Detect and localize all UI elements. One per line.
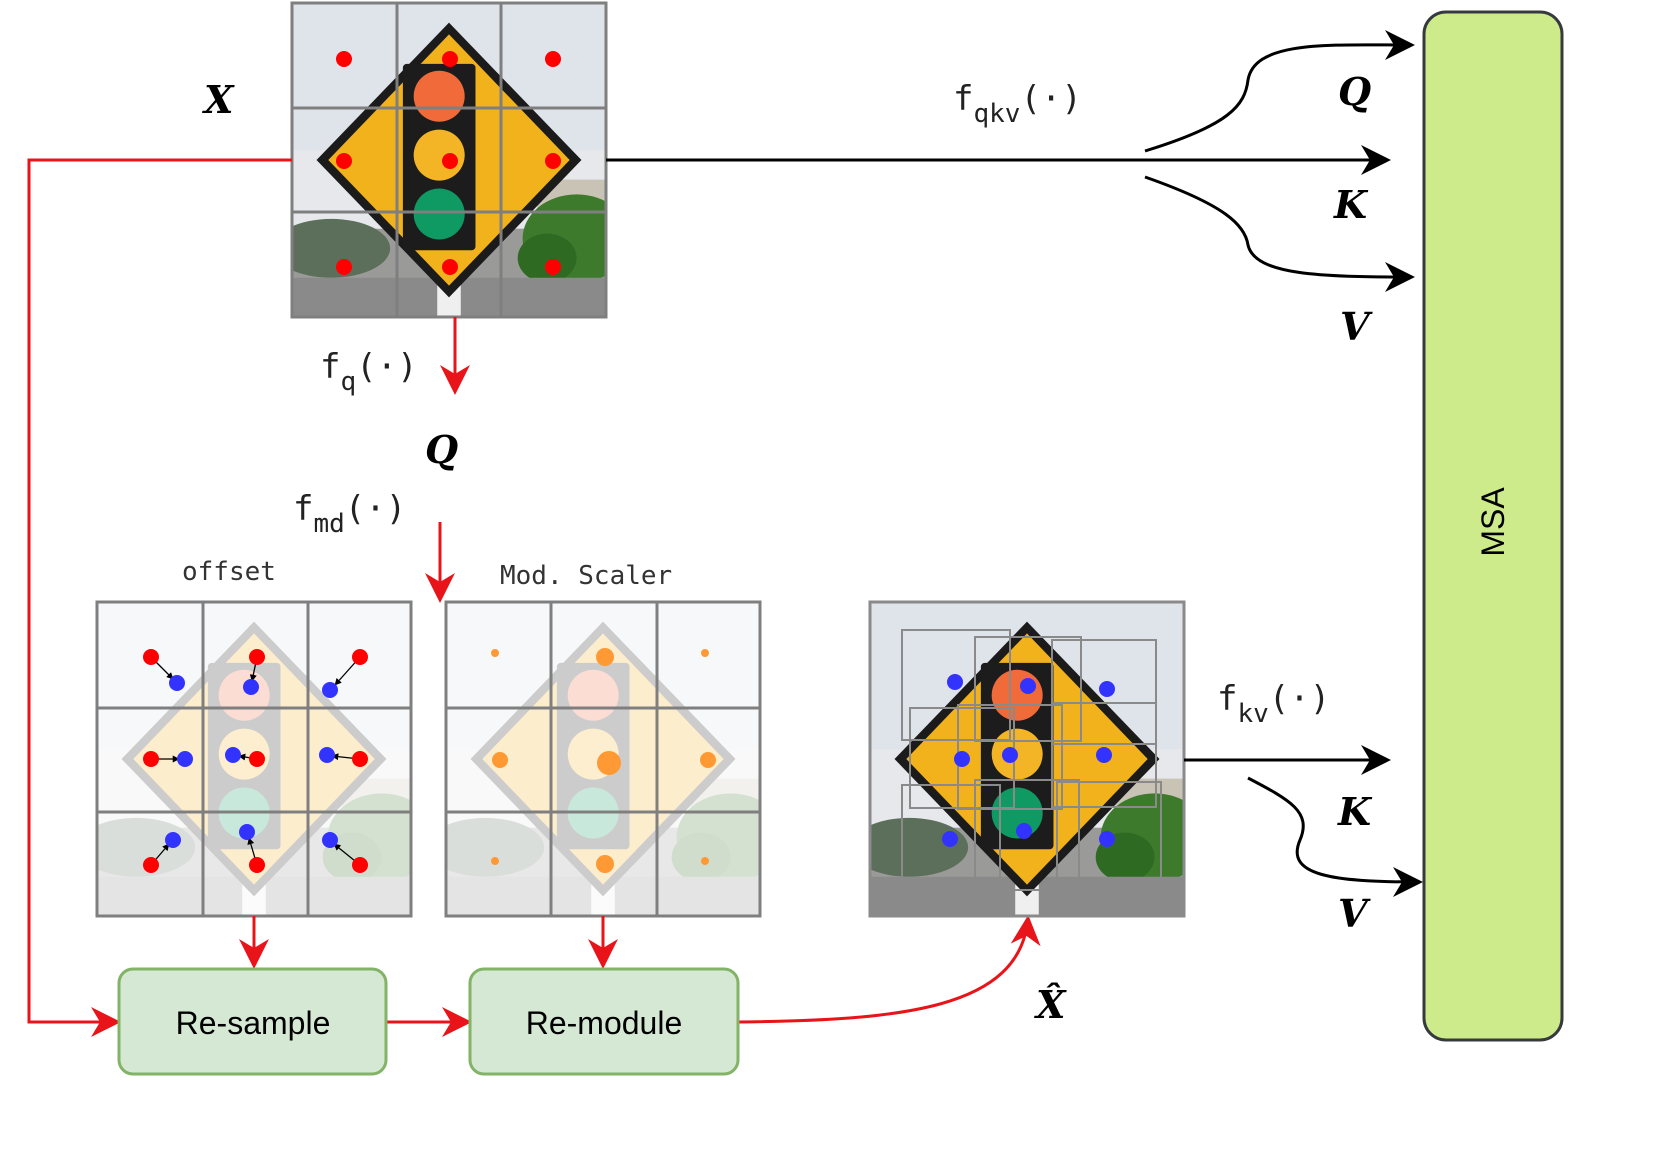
x-label: X xyxy=(202,77,235,122)
k-top-label: K xyxy=(1333,182,1369,227)
v-bottom-label: V xyxy=(1338,891,1371,936)
deformed-windows xyxy=(868,600,1186,918)
fqkv-label: fqkv(·) xyxy=(953,79,1082,129)
kv-projection-arrows xyxy=(1184,745,1423,897)
resample-label: Re-sample xyxy=(176,1005,331,1041)
mod-scaler-panel xyxy=(444,600,762,918)
scaler-title: Mod. Scaler xyxy=(500,561,672,591)
k-bottom-label: K xyxy=(1337,789,1373,834)
q-top-label: Q xyxy=(1338,69,1371,114)
offset-reference-points xyxy=(143,649,368,873)
panel-to-block-arrows xyxy=(239,915,1041,1037)
fq-label: fq(·) xyxy=(320,347,418,397)
offset-title: offset xyxy=(182,557,276,587)
msa-block: MSA xyxy=(1422,10,1564,1042)
q-mid-label: Q xyxy=(425,427,458,472)
reference-points xyxy=(336,51,561,275)
remodule-label: Re-module xyxy=(526,1005,683,1041)
modulation-scalars xyxy=(491,648,716,873)
input-feature-map xyxy=(290,1,608,319)
x-hat-label: X̂ xyxy=(1034,982,1067,1027)
offset-panel xyxy=(95,600,413,918)
deformed-feature-map xyxy=(868,600,1186,918)
qkv-projection-arrows xyxy=(606,29,1415,292)
deformed-points xyxy=(942,674,1115,847)
resample-block: Re-sample xyxy=(117,967,388,1076)
msa-label: MSA xyxy=(1475,487,1511,557)
remodule-block: Re-module xyxy=(468,967,740,1076)
v-top-label: V xyxy=(1340,304,1373,349)
residual-red-path xyxy=(27,158,292,1037)
fmd-label: fmd(·) xyxy=(293,489,406,539)
fkv-label: fkv(·) xyxy=(1217,679,1330,729)
offset-deformed-points xyxy=(165,675,338,848)
